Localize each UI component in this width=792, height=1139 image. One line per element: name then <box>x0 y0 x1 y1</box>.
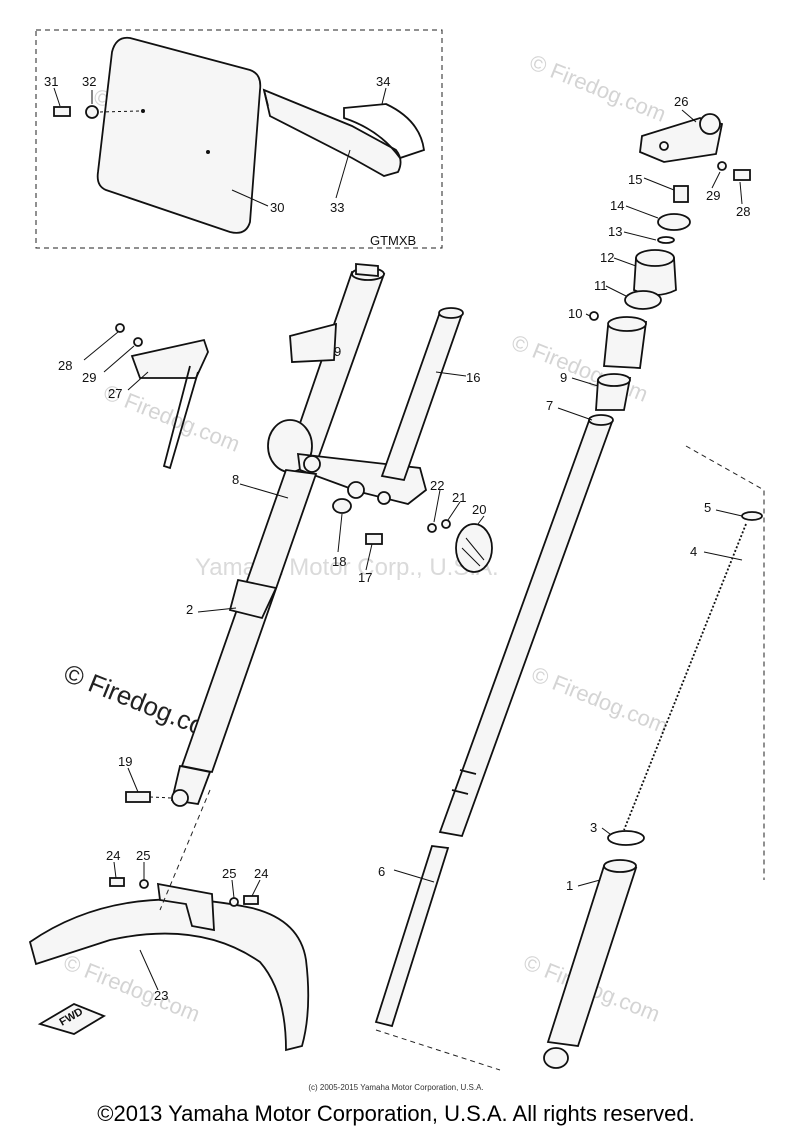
plate-bracket <box>262 88 402 177</box>
callout-14: 14 <box>610 198 624 213</box>
callout-30: 30 <box>270 200 284 215</box>
front-fender-group: 24 25 25 24 23 FWD <box>28 848 310 1052</box>
callout-2: 2 <box>186 602 193 617</box>
callout-13: 13 <box>608 224 622 239</box>
ring-13 <box>657 236 675 244</box>
callout-11: 11 <box>594 278 608 293</box>
callout-18: 18 <box>332 554 346 569</box>
alignment-line <box>159 789 211 911</box>
callout-7: 7 <box>546 398 553 413</box>
callout-29-right: 29 <box>706 188 720 203</box>
callout-20: 20 <box>472 502 486 517</box>
inset-number-plate: GTMXB 31 32 34 30 33 <box>35 29 443 249</box>
callout-24-left: 24 <box>106 848 120 863</box>
part-18 <box>332 498 352 514</box>
callout-9-upper: 9 <box>334 344 341 359</box>
washer-22 <box>427 523 437 533</box>
alignment-line <box>375 1029 501 1071</box>
washer-29 <box>717 161 727 171</box>
callout-1: 1 <box>566 878 573 893</box>
callout-9: 9 <box>560 370 567 385</box>
callout-3: 3 <box>590 820 597 835</box>
callout-33: 33 <box>330 200 344 215</box>
callout-25-right: 25 <box>222 866 236 881</box>
fork-boot <box>228 578 278 620</box>
callout-21: 21 <box>452 490 466 505</box>
washer-14 <box>657 213 691 231</box>
callout-28-right: 28 <box>736 204 750 219</box>
left-fork-assembly: 8 9 2 19 16 22 21 20 18 17 <box>118 263 493 807</box>
headlight-bracket-27-group: 28 29 27 <box>58 323 209 470</box>
copyright-notice: ©2013 Yamaha Motor Corporation, U.S.A. A… <box>97 1101 695 1126</box>
callout-31: 31 <box>44 74 58 89</box>
right-fork-assembly: 26 15 29 28 14 13 12 11 10 9 7 5 4 6 3 1 <box>374 94 763 1069</box>
bolt-15 <box>673 185 689 203</box>
callout-34: 34 <box>376 74 390 89</box>
damper-rod-6 <box>374 845 450 1028</box>
nut-32 <box>85 105 99 119</box>
callout-16: 16 <box>466 370 480 385</box>
bolt-28 <box>733 169 751 181</box>
callout-12: 12 <box>600 250 614 265</box>
ring-3 <box>607 830 645 846</box>
alignment-line <box>685 445 765 880</box>
callout-24-right: 24 <box>254 866 268 881</box>
washer-11 <box>624 290 662 310</box>
small-copyright: (c) 2005-2015 Yamaha Motor Corporation, … <box>308 1083 484 1092</box>
callout-15: 15 <box>628 172 642 187</box>
callout-28-left: 28 <box>58 358 72 373</box>
fork-top-bracket <box>289 322 337 363</box>
callout-26: 26 <box>674 94 688 109</box>
bolt-31 <box>53 106 71 117</box>
callout-6: 6 <box>378 864 385 879</box>
callout-17: 17 <box>358 570 372 585</box>
rubber-band <box>343 103 425 160</box>
callout-5: 5 <box>704 500 711 515</box>
inset-code: GTMXB <box>370 233 416 248</box>
callout-8: 8 <box>232 472 239 487</box>
outer-tube-1 <box>546 865 638 1047</box>
plate-hole <box>141 109 145 113</box>
callout-10: 10 <box>568 306 582 321</box>
callout-25-left: 25 <box>136 848 150 863</box>
plate-hole <box>206 150 210 154</box>
center-watermark: Yamaha Motor Corp., U.S.A. <box>195 554 499 581</box>
nut-21 <box>441 519 451 529</box>
bolt-17 <box>365 533 383 545</box>
ring-5 <box>741 511 763 521</box>
fork-spring-4 <box>623 523 747 831</box>
callout-23: 23 <box>154 988 168 1003</box>
callout-27: 27 <box>108 386 122 401</box>
callout-4: 4 <box>690 544 697 559</box>
callout-29-left: 29 <box>82 370 96 385</box>
bolt-19 <box>125 791 151 803</box>
callout-32: 32 <box>82 74 96 89</box>
inner-tube-16 <box>380 311 464 482</box>
fender-stay <box>156 882 215 932</box>
number-plate <box>96 36 262 234</box>
watermark: © Firedog.com <box>526 49 669 126</box>
inner-tube-7 <box>438 416 614 838</box>
headlight-bracket-27 <box>130 338 209 379</box>
fwd-arrow-icon <box>37 1003 107 1035</box>
callout-19: 19 <box>118 754 132 769</box>
fork-lower-tube-2 <box>180 469 318 774</box>
watermark: © Firedog.com <box>528 661 671 738</box>
callout-22: 22 <box>430 478 444 493</box>
